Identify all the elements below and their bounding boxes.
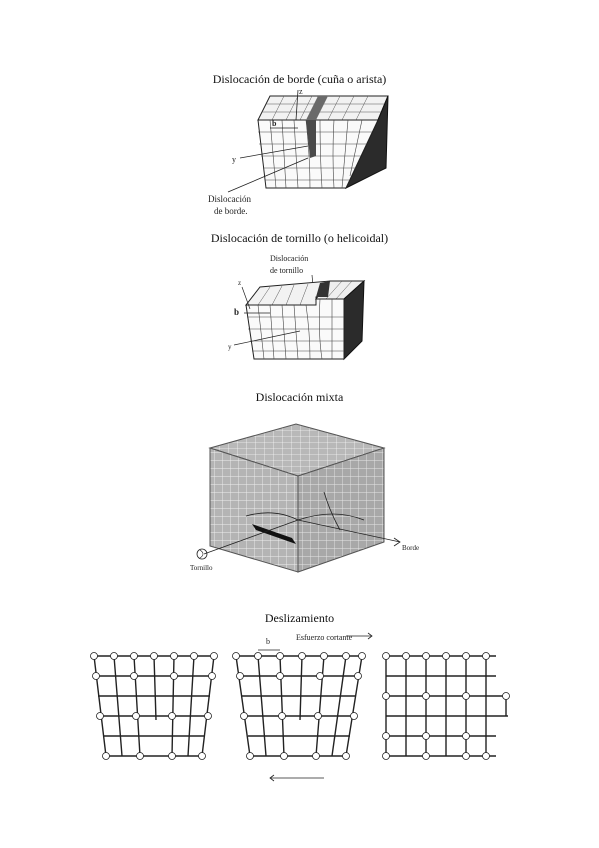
screw-burgers-vector: b	[234, 307, 239, 317]
edge-dislocation-label-1: Dislocación	[208, 194, 251, 204]
slip-panel-3-atoms	[382, 652, 510, 760]
screw-dislocation-label-1: Dislocación	[270, 254, 308, 263]
screw-axis-y: y	[228, 343, 232, 351]
screw-dislocation-figure: Dislocación de tornillo z y b	[228, 254, 366, 361]
slip-figure: Esfuerzo cortante b	[90, 632, 510, 782]
caption-edge-dislocation: Dislocación de borde (cuña o arista)	[212, 72, 387, 86]
caption-slip: Deslizamiento	[264, 611, 335, 625]
slip-panel-2	[235, 655, 363, 757]
slip-burgers-vector: b	[266, 637, 270, 646]
slip-panel-3	[385, 655, 508, 757]
screw-dislocation-label-2: de tornillo	[270, 266, 303, 275]
caption-mixed-dislocation: Dislocación mixta	[255, 390, 344, 404]
mixed-dislocation-figure: Tornillo Borde	[190, 423, 419, 573]
edge-axis-y: y	[232, 155, 236, 164]
slip-shear-label: Esfuerzo cortante	[296, 633, 353, 642]
slip-panel-1-atoms	[90, 652, 218, 760]
edge-dislocation-figure: z y b Dislocación de borde.	[208, 87, 389, 216]
edge-axis-z: z	[299, 87, 303, 96]
slip-panel-2-atoms	[232, 652, 366, 760]
mixed-edge-label: Borde	[402, 544, 419, 552]
mixed-screw-label: Tornillo	[190, 564, 213, 572]
edge-dislocation-label-2: de borde.	[214, 206, 248, 216]
slip-panel-1	[92, 655, 216, 757]
caption-screw-dislocation: Dislocación de tornillo (o helicoidal)	[210, 231, 389, 245]
screw-axis-z: z	[238, 279, 241, 287]
edge-burgers-vector: b	[272, 119, 277, 128]
